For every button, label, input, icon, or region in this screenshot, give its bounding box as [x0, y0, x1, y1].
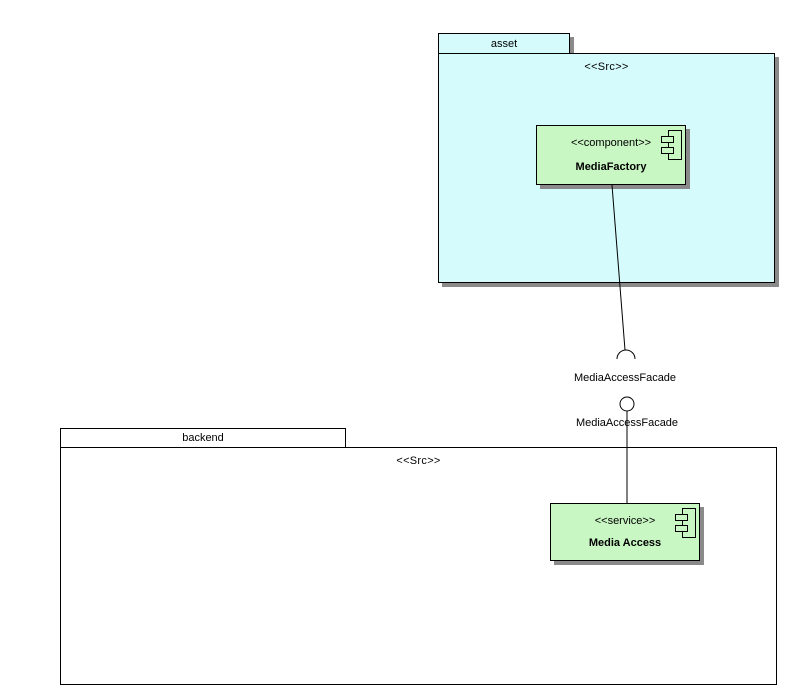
package-backend-tab[interactable]: backend: [60, 428, 346, 448]
package-backend-stereotype: <<Src>>: [396, 455, 441, 467]
component-media-access-name: Media Access: [588, 537, 662, 550]
component-media-access-stereotype: <<service>>: [594, 514, 656, 527]
package-asset-stereotype: <<Src>>: [584, 61, 629, 73]
required-interface-label: MediaAccessFacade: [573, 372, 677, 384]
component-mediafactory-name: MediaFactory: [575, 160, 647, 173]
package-asset-name: asset: [490, 37, 518, 50]
package-backend-name: backend: [182, 432, 224, 444]
package-backend-body[interactable]: <<Src>>: [60, 447, 777, 685]
component-media-access[interactable]: <<service>> Media Access: [550, 503, 700, 561]
ball-icon[interactable]: [619, 396, 635, 412]
uml-component-icon: [661, 130, 682, 160]
component-mediafactory-stereotype: <<component>>: [570, 137, 652, 150]
provided-interface-label: MediaAccessFacade: [575, 417, 679, 429]
package-asset-tab[interactable]: asset: [438, 33, 570, 54]
socket-icon[interactable]: [616, 349, 636, 360]
uml-component-icon: [675, 508, 696, 538]
component-mediafactory[interactable]: <<component>> MediaFactory: [536, 125, 686, 185]
